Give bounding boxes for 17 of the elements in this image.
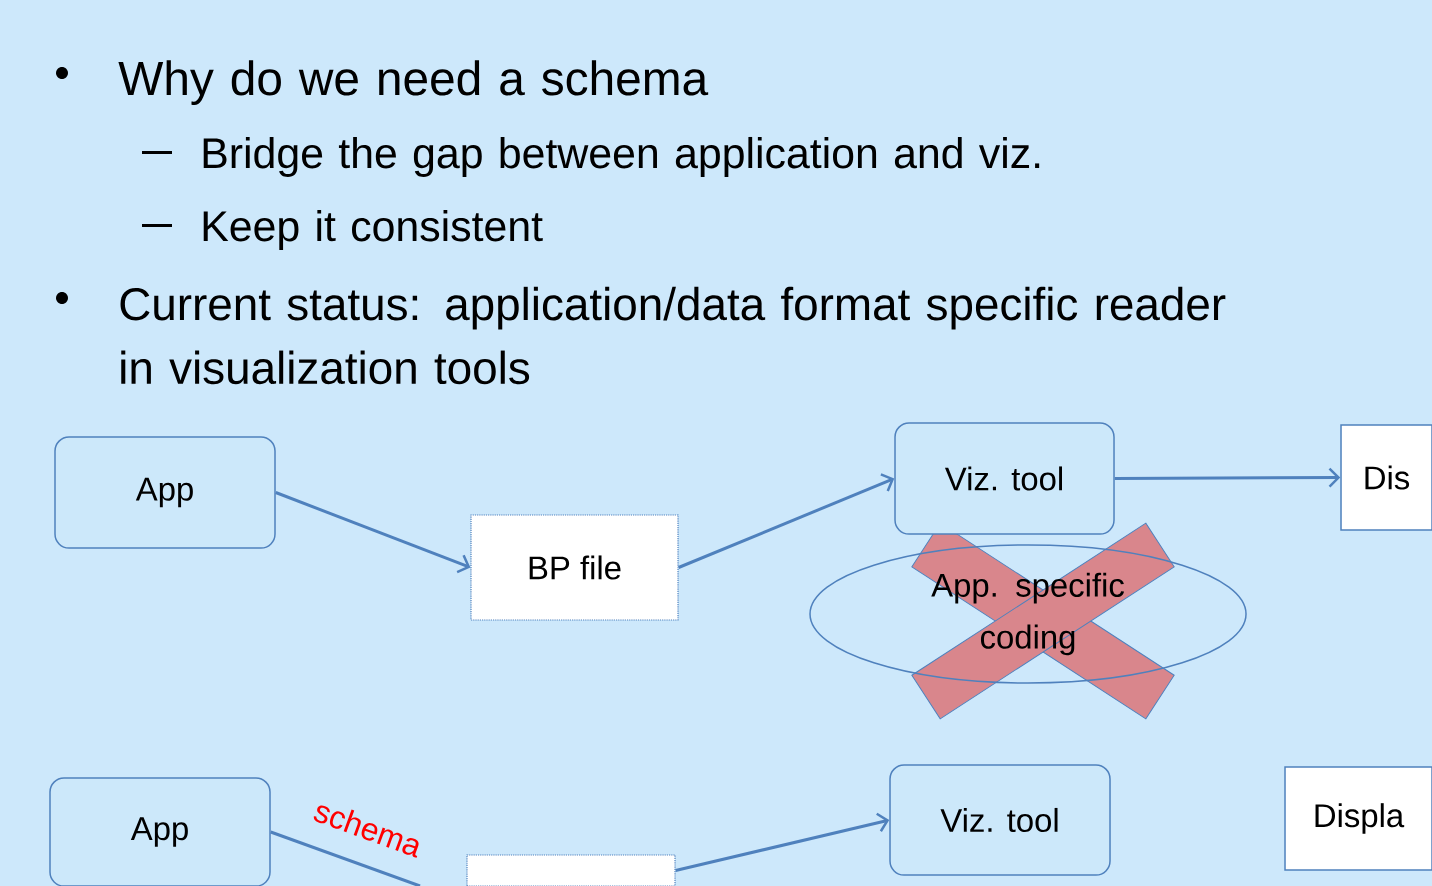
arrow bbox=[275, 491, 471, 574]
display-box: Displa bbox=[1284, 766, 1432, 871]
bullet-text: Why do we need a schema bbox=[118, 60, 709, 105]
edge-label: schema bbox=[310, 796, 426, 860]
process-box: App bbox=[54, 436, 276, 549]
arrow bbox=[678, 473, 895, 569]
bullet-text: Keep it consistent bbox=[203, 209, 543, 250]
process-box: Viz. tool bbox=[889, 764, 1111, 876]
process-box: Viz. tool bbox=[894, 422, 1115, 535]
bullet-text: Current status: application/data format specific reader in visualization tools bbox=[120, 286, 1226, 385]
bullet-text: Bridge the gap between application and viz. bbox=[203, 136, 1040, 177]
display-box: Dis bbox=[1340, 424, 1432, 531]
arrow bbox=[1114, 467, 1341, 488]
arrow bbox=[675, 812, 890, 872]
process-box: App bbox=[49, 777, 271, 886]
file-box: BP file bbox=[470, 514, 679, 621]
empty-box bbox=[466, 854, 676, 886]
